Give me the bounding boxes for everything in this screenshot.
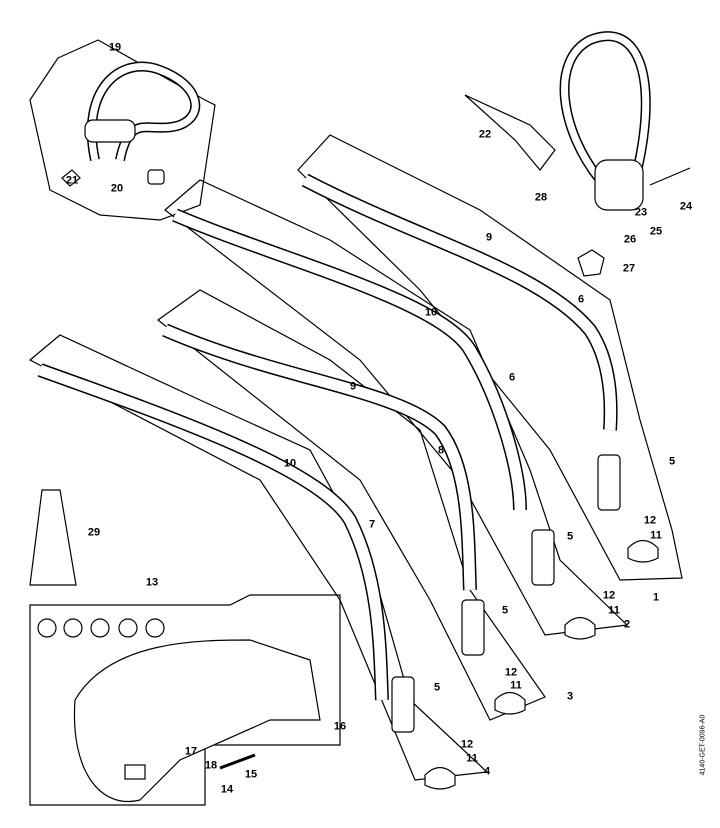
callout-label: 27 [622, 262, 636, 275]
callout-label: 25 [649, 225, 663, 238]
callout-label: 5 [433, 681, 441, 694]
clamps [424, 539, 659, 790]
kit-panel-2 [164, 179, 629, 636]
callout-label: 12 [602, 589, 616, 602]
callout-label: 20 [110, 182, 124, 195]
kit-panel-1 [297, 134, 683, 581]
callout-label: 23 [634, 206, 648, 219]
callout-label: 6 [508, 371, 516, 384]
callout-label: 15 [244, 768, 258, 781]
callout-label: 5 [566, 530, 574, 543]
callout-label: 13 [145, 576, 159, 589]
callout-label: 11 [650, 529, 662, 542]
callout-label: 14 [220, 783, 234, 796]
callout-label: 3 [566, 690, 574, 703]
callout-label: 12 [643, 514, 657, 527]
kit-panel-3 [157, 289, 546, 721]
usage-symbols [37, 618, 165, 638]
callout-label: 26 [623, 233, 637, 246]
callout-label: 12 [504, 666, 518, 679]
callout-label: 22 [478, 128, 492, 141]
callout-label: 11 [608, 604, 620, 617]
callout-label: 18 [204, 759, 218, 772]
callout-label: 16 [333, 720, 347, 733]
callout-label: 6 [577, 293, 585, 306]
star-knob [577, 249, 605, 277]
callout-label: 29 [87, 526, 101, 539]
callout-label: 5 [501, 604, 509, 617]
callout-label: 28 [534, 191, 548, 204]
callout-label: 24 [679, 200, 693, 213]
document-code: 4140-GET-0096-A0 [699, 714, 707, 776]
deflector-guard [73, 639, 321, 803]
callout-label: 7 [368, 518, 376, 531]
callout-label: 9 [485, 231, 493, 244]
callout-label: 21 [65, 174, 79, 187]
callout-label: 10 [424, 306, 438, 319]
callout-label: 11 [510, 679, 522, 692]
callout-label: 10 [283, 457, 297, 470]
callout-label: 1 [652, 591, 660, 604]
callout-label: 12 [460, 738, 474, 751]
bike-handle [559, 31, 651, 184]
callout-label: 11 [466, 752, 478, 765]
callout-label: 2 [623, 618, 631, 631]
callout-label: 17 [184, 745, 198, 758]
callout-label: 4 [483, 765, 491, 778]
handle-insert [464, 94, 556, 171]
drive-tubes [37, 173, 618, 701]
callout-label: 8 [437, 444, 445, 457]
deflector-panel [29, 594, 341, 806]
grease-tube [29, 489, 77, 586]
callout-label: 9 [349, 380, 357, 393]
callout-label: 19 [108, 41, 122, 54]
drive-shafts [391, 454, 621, 733]
callout-label: 5 [668, 455, 676, 468]
